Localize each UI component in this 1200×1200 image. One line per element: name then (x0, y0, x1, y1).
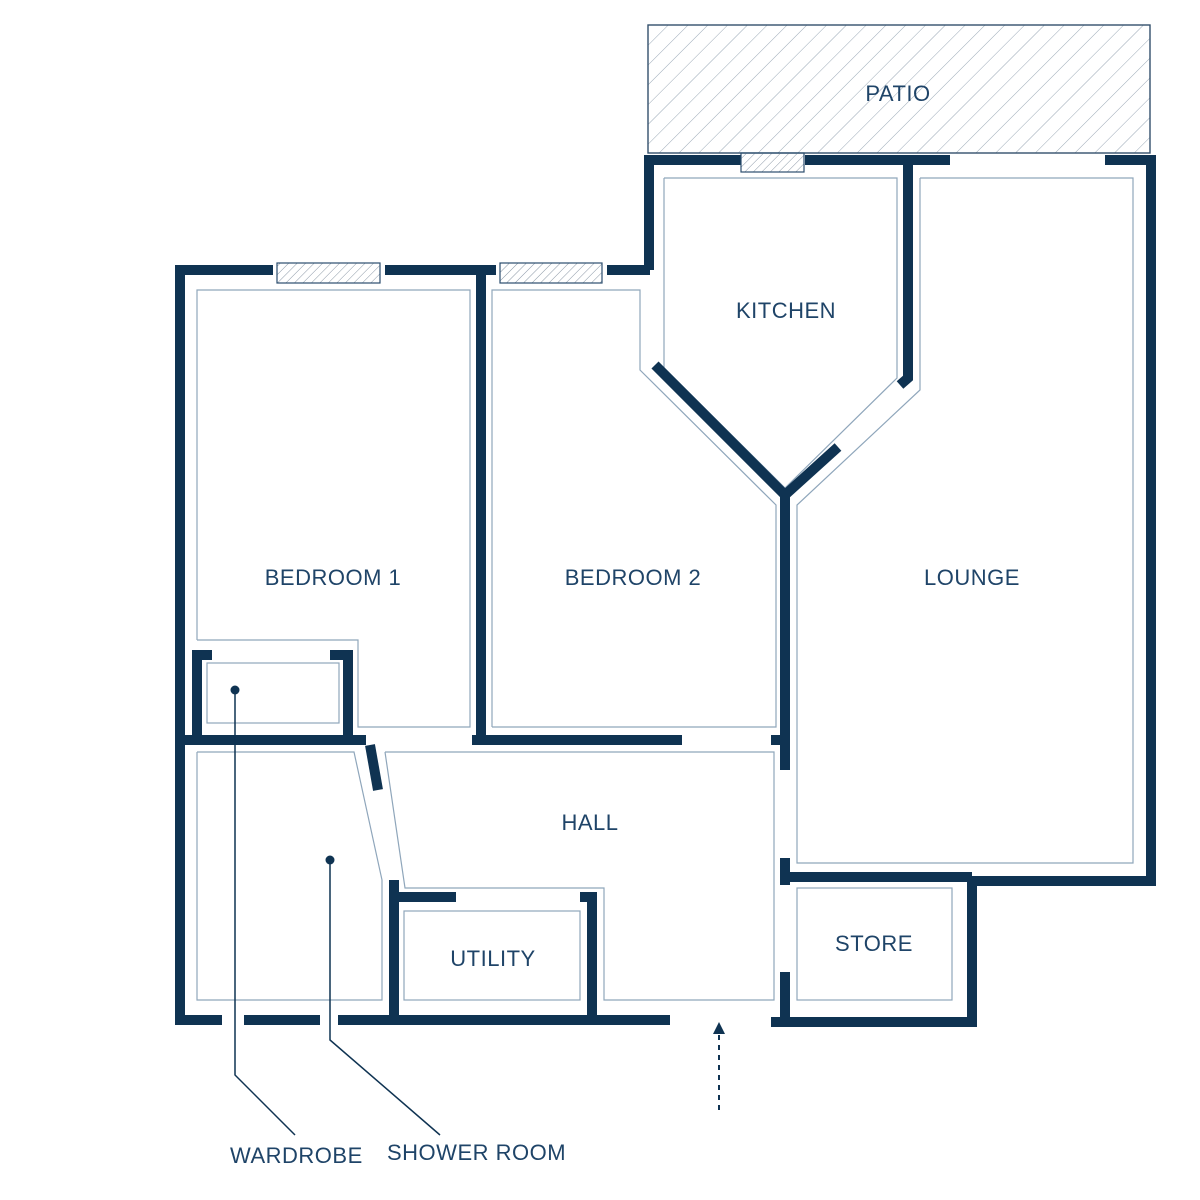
store-label: STORE (835, 931, 913, 956)
lounge-label: LOUNGE (924, 565, 1020, 590)
utility-label: UTILITY (450, 946, 535, 971)
shower-room-callout (325, 855, 441, 1136)
wardrobe-callout (230, 685, 296, 1136)
walls (175, 155, 1156, 1027)
window (740, 152, 805, 173)
window (276, 262, 381, 284)
shower-room-callout-label: SHOWER ROOM (387, 1140, 566, 1165)
room-outlines (196, 177, 1134, 1001)
hall-label: HALL (561, 810, 618, 835)
window (499, 262, 603, 284)
kitchen-label: KITCHEN (736, 298, 836, 323)
patio-label: PATIO (865, 81, 930, 106)
patio-area (647, 24, 1151, 154)
bedroom1-label: BEDROOM 1 (265, 565, 402, 590)
wardrobe-callout-label: WARDROBE (230, 1143, 363, 1168)
entrance-arrow-icon (713, 1022, 725, 1110)
windows (276, 152, 805, 284)
bedroom2-label: BEDROOM 2 (565, 565, 702, 590)
